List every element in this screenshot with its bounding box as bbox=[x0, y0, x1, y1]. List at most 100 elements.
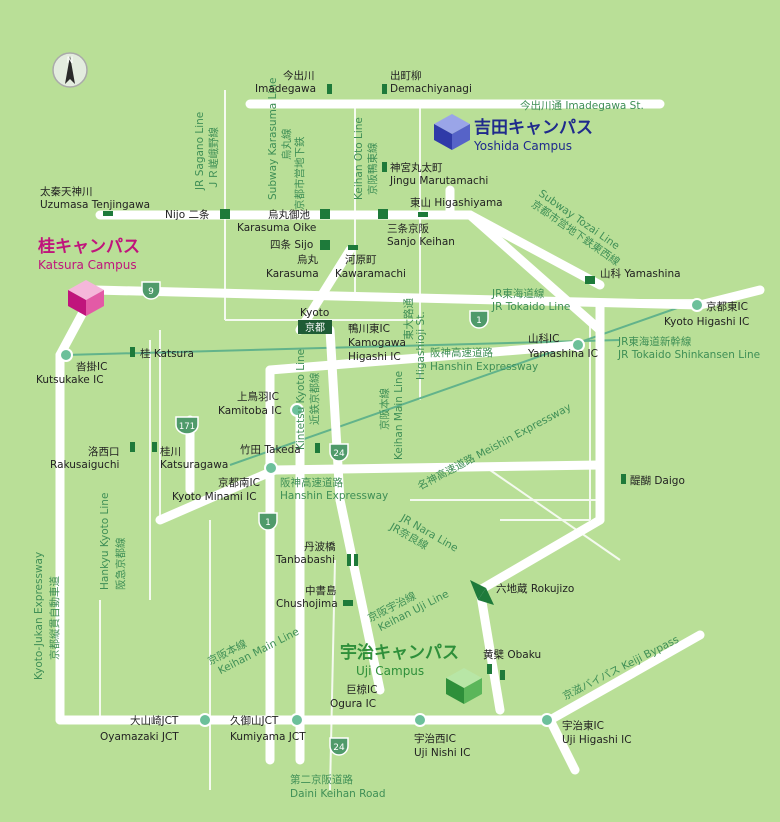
ic-kutsukake-en: Kutsukake IC bbox=[36, 374, 104, 386]
station-markers bbox=[103, 84, 626, 680]
route-shield-24-south: 24 bbox=[329, 737, 349, 756]
rail-lines bbox=[64, 299, 701, 466]
sagano-label-group: JR Sagano Line ＪＲ嵯峨野線 bbox=[194, 112, 220, 191]
station-higashiyama: 東山 Higashiyama bbox=[410, 196, 503, 209]
station-yamashina: 山科 Yamashina bbox=[600, 267, 681, 280]
station-marker-obaku-b bbox=[500, 670, 505, 680]
station-marker-jingu bbox=[382, 162, 387, 172]
shinkansen-ja: JR東海道新幹線 bbox=[617, 335, 692, 348]
yoshida-cube-icon bbox=[434, 114, 470, 150]
imadegawa-st-label: 今出川通 Imadegawa St. bbox=[520, 99, 644, 112]
ic-marker-uji-higashi bbox=[540, 713, 554, 727]
jr-tokaido-ja: JR東海道線 bbox=[491, 287, 545, 300]
ic-kamitoba-ja: 上鳥羽IC bbox=[237, 390, 279, 403]
higashioji-en: Higashioji St. bbox=[415, 311, 427, 380]
station-uzumasa-ja: 太秦天神川 bbox=[40, 185, 93, 198]
ic-yamashina-ja: 山科IC bbox=[528, 332, 559, 345]
ic-kyoto-higashi-en: Kyoto Higashi IC bbox=[664, 316, 749, 328]
station-marker-oike bbox=[320, 209, 330, 219]
svg-text:24: 24 bbox=[333, 449, 345, 459]
higashioji-label-group: Higashioji St. 東大路通 bbox=[402, 298, 427, 380]
station-marker-daigo bbox=[621, 474, 626, 484]
rokujizo-junction-icon bbox=[470, 580, 494, 605]
kyoto-jukan-label-group: Kyoto-Jukan Expressway 京都縦貫自動車道 bbox=[33, 552, 61, 680]
kintetsu-label-group: Kintetsu Kyoto Line 近鉄京都線 bbox=[295, 349, 321, 450]
ic-kumiyama-en: Kumiyama JCT bbox=[230, 731, 306, 743]
svg-text:1: 1 bbox=[476, 316, 482, 326]
station-katsura: 桂 Katsura bbox=[140, 347, 194, 360]
higashioji-ja: 東大路通 bbox=[402, 298, 415, 340]
svg-text:1: 1 bbox=[265, 518, 271, 528]
ic-marker-kutsukake bbox=[59, 348, 73, 362]
station-chushojima-en: Chushojima bbox=[276, 598, 338, 610]
station-sanjo-ja: 三条京阪 bbox=[387, 222, 429, 235]
ic-marker-kyoto-higashi bbox=[690, 298, 704, 312]
station-katsuragawa-ja: 桂川 bbox=[160, 445, 181, 458]
station-daigo: 醍醐 Daigo bbox=[630, 475, 685, 487]
ic-ujihigashi-ja: 宇治東IC bbox=[562, 719, 604, 732]
station-rakusaiguchi-ja: 洛西口 bbox=[88, 445, 120, 458]
station-jingu-en: Jingu Marutamachi bbox=[389, 175, 488, 187]
svg-text:9: 9 bbox=[148, 287, 154, 297]
north-arrow-icon bbox=[65, 56, 75, 84]
katsura-campus-en: Katsura Campus bbox=[38, 258, 137, 272]
station-marker-takeda bbox=[315, 443, 320, 453]
kyoto-station-ja: 京都 bbox=[305, 321, 325, 334]
keihan-oto-ja: 京阪鴨東線 bbox=[366, 142, 379, 195]
ic-markers bbox=[59, 298, 704, 727]
hankyu-ja: 阪急京都線 bbox=[114, 537, 127, 590]
jr-sagano-en: JR Sagano Line bbox=[194, 112, 206, 191]
station-tanbabashi-ja: 丹波橋 bbox=[304, 540, 336, 553]
major-roads bbox=[55, 99, 765, 775]
ic-oyamazaki-en: Oyamazaki JCT bbox=[100, 731, 179, 743]
hanshin-ja-1: 阪神高速道路 bbox=[430, 346, 493, 359]
keihan-main-v-en: Keihan Main Line bbox=[393, 371, 405, 460]
station-demachi-en: Demachiyanagi bbox=[390, 83, 472, 95]
katsura-cube-icon bbox=[68, 280, 104, 316]
ic-kamogawa-en-2: Higashi IC bbox=[348, 351, 401, 363]
station-marker-sanjo bbox=[378, 209, 388, 219]
ic-marker-kumiyama bbox=[290, 713, 304, 727]
station-demachi-ja: 出町柳 bbox=[390, 69, 422, 82]
compass-letter: N bbox=[67, 56, 74, 66]
station-marker-nijo bbox=[220, 209, 230, 219]
keihan-oto-label-group: Keihan Oto Line 京阪鴨東線 bbox=[353, 117, 379, 200]
keihan-main-v-ja: 京阪本線 bbox=[378, 388, 391, 430]
station-imadegawa-en: Imadegawa bbox=[255, 83, 316, 95]
station-oike-en: Karasuma Oike bbox=[237, 222, 316, 234]
station-marker-tanbabashi-b bbox=[354, 554, 358, 566]
station-takeda: 竹田 Takeda bbox=[240, 443, 301, 456]
route-shield-9: 9 bbox=[141, 281, 161, 300]
kintetsu-en: Kintetsu Kyoto Line bbox=[295, 349, 307, 450]
station-karasuma-en: Karasuma bbox=[266, 268, 319, 280]
station-marker-kawaramachi bbox=[348, 245, 358, 250]
uji-campus-ja: 宇治キャンパス bbox=[340, 642, 459, 663]
subway-ja: 京都市営地下鉄 bbox=[293, 136, 306, 210]
daini-keihan-ja: 第二京阪道路 bbox=[290, 773, 353, 786]
station-marker-obaku-a bbox=[487, 664, 492, 674]
ic-kumiyama-ja: 久御山JCT bbox=[230, 714, 279, 727]
kyoto-station-en: Kyoto bbox=[300, 307, 329, 319]
station-rakusaiguchi-en: Rakusaiguchi bbox=[50, 459, 119, 471]
station-kawaramachi-en: Kawaramachi bbox=[335, 268, 406, 280]
route-shield-24-north: 24 bbox=[329, 443, 349, 462]
station-nijo: Nijo 二条 bbox=[165, 208, 210, 221]
ic-kamogawa-en-1: Kamogawa bbox=[348, 337, 406, 349]
station-karasuma-ja: 烏丸 bbox=[297, 253, 318, 266]
station-katsuragawa-en: Katsuragawa bbox=[160, 459, 228, 471]
route-shield-171: 171 bbox=[175, 416, 199, 435]
yoshida-campus-en: Yoshida Campus bbox=[473, 139, 572, 153]
ic-yamashina-en: Yamashina IC bbox=[527, 348, 598, 360]
ic-minami-en: Kyoto Minami IC bbox=[172, 491, 257, 503]
hanshin-ja-2: 阪神高速道路 bbox=[280, 476, 343, 489]
ic-marker-yamashina bbox=[571, 338, 585, 352]
ic-kamitoba-en: Kamitoba IC bbox=[218, 405, 282, 417]
station-shijo: 四条 Sijo bbox=[270, 238, 313, 251]
svg-text:24: 24 bbox=[333, 743, 345, 753]
kintetsu-ja: 近鉄京都線 bbox=[308, 372, 321, 425]
station-marker-uzumasa bbox=[103, 211, 113, 216]
station-marker-chushojima bbox=[343, 600, 353, 606]
station-jingu-ja: 神宮丸太町 bbox=[390, 161, 443, 174]
station-rokujizo: 六地蔵 Rokujizo bbox=[496, 582, 574, 595]
